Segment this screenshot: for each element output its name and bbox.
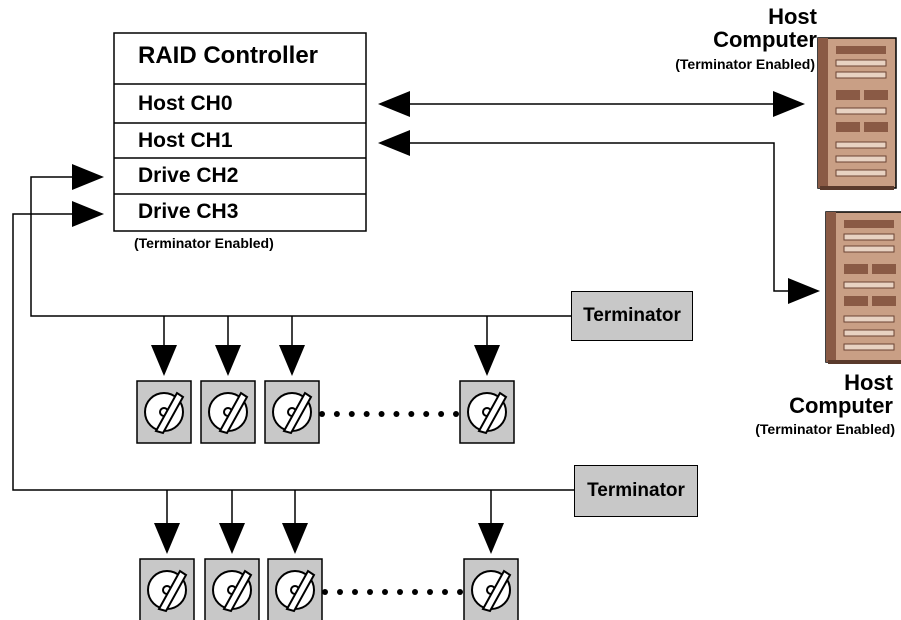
ellipsis-dot: [363, 411, 370, 417]
drive-head-arm: [481, 569, 512, 613]
drive-head-arm: [157, 569, 188, 613]
channel-label-drive-ch3: Drive CH3: [138, 200, 239, 223]
drive-icons: [136, 380, 519, 620]
terminator-ch2: Terminator: [571, 291, 693, 341]
down-arrow-icon: [215, 345, 241, 376]
hard-drive-icon: [204, 558, 260, 620]
down-arrow-icon: [151, 345, 177, 376]
drive-head-arm: [285, 569, 316, 613]
ellipsis-dots: [319, 411, 463, 595]
ellipsis-dot: [457, 589, 463, 595]
ellipsis-dot: [337, 589, 343, 595]
ellipsis-dot: [382, 589, 388, 595]
drive-head-arm: [154, 391, 185, 435]
ellipsis-dot: [378, 411, 385, 417]
terminator-ch3: Terminator: [574, 465, 698, 517]
drive-head-arm: [282, 391, 313, 435]
hard-drive-icon: [463, 558, 519, 620]
drive-ch3-bus: [12, 201, 574, 491]
drive-ch2-bus: [30, 164, 571, 317]
ellipsis-dot: [442, 589, 448, 595]
hard-drive-icon: [264, 380, 320, 444]
down-arrow-icon: [478, 523, 504, 554]
channel-label-host-ch0: Host CH0: [138, 92, 233, 115]
hard-drive-icon: [459, 380, 515, 444]
host-computer-2-label: Host Computer: [789, 371, 893, 417]
host-computer-1-label: Host Computer: [713, 5, 817, 51]
hard-drive-icon: [139, 558, 195, 620]
host-1-terminator-note: (Terminator Enabled): [675, 56, 815, 72]
down-arrow-icon: [282, 523, 308, 554]
down-arrow-icon: [219, 523, 245, 554]
host-computer-tower-icon: [817, 37, 897, 190]
host-2-line1: Host: [844, 370, 893, 395]
drive-head-arm: [477, 391, 508, 435]
down-arrow-icon: [279, 345, 305, 376]
host-2-terminator-note: (Terminator Enabled): [755, 421, 895, 437]
controller-title: RAID Controller: [138, 42, 318, 69]
down-arrow-icon: [474, 345, 500, 376]
ellipsis-dot: [412, 589, 418, 595]
channel-label-host-ch1: Host CH1: [138, 129, 233, 152]
ellipsis-dot: [322, 589, 328, 595]
host-1-line2: Computer: [713, 27, 817, 52]
host-2-line2: Computer: [789, 393, 893, 418]
hard-drive-icon: [136, 380, 192, 444]
hard-drive-icon: [200, 380, 256, 444]
raid-controller-box: [113, 32, 367, 232]
ellipsis-dot: [408, 411, 415, 417]
host-1-line1: Host: [768, 4, 817, 29]
ellipsis-dot: [427, 589, 433, 595]
drive-head-arm: [218, 391, 249, 435]
ellipsis-dot: [397, 589, 403, 595]
down-arrow-icon: [154, 523, 180, 554]
ellipsis-dot: [333, 411, 340, 417]
ellipsis-dot: [423, 411, 430, 417]
ellipsis-dot: [438, 411, 445, 417]
ellipsis-dot: [367, 589, 373, 595]
drive-drop-arrows: [151, 316, 504, 554]
controller-terminator-note: (Terminator Enabled): [134, 235, 274, 251]
ellipsis-dot: [393, 411, 400, 417]
drive-head-arm: [222, 569, 253, 613]
host-ch0-link: [378, 91, 805, 117]
ellipsis-dot: [348, 411, 355, 417]
hard-drive-icon: [267, 558, 323, 620]
host-computer-tower-icon: [825, 211, 901, 364]
ellipsis-dot: [352, 589, 358, 595]
host-ch1-link: [378, 130, 820, 304]
ellipsis-dot: [453, 411, 459, 417]
ellipsis-dot: [319, 411, 325, 417]
channel-label-drive-ch2: Drive CH2: [138, 164, 239, 187]
